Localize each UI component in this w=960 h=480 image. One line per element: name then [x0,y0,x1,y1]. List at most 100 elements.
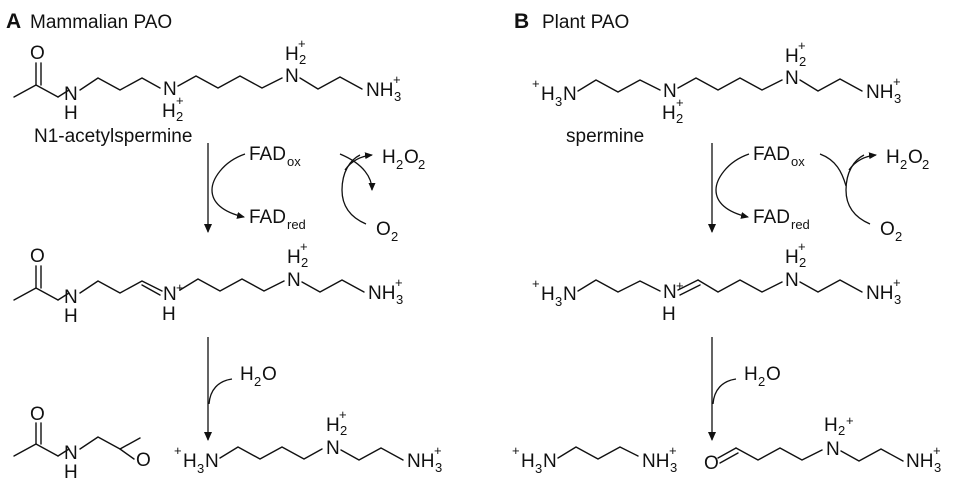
svg-text:2: 2 [299,52,306,67]
panel-a-fad-red: FAD [249,207,286,228]
svg-text:O: O [30,404,45,425]
svg-text:N: N [663,282,677,303]
svg-text:2: 2 [758,374,765,389]
panel-b-cofactor-cycle: FAD ox FAD red H 2 O 2 O 2 [715,144,929,244]
svg-text:N: N [326,438,340,459]
svg-text:2: 2 [895,229,902,244]
svg-text:+: + [174,443,182,458]
svg-text:+: + [395,275,403,290]
svg-text:ox: ox [791,154,805,169]
svg-text:+: + [846,413,854,428]
svg-text:2: 2 [340,423,347,438]
svg-text:red: red [791,217,810,232]
svg-text:+: + [393,72,401,87]
panel-b-fad-ox: FAD [753,144,790,165]
svg-text:H: H [287,247,301,268]
svg-text:2: 2 [254,374,261,389]
panel-a-title: Mammalian PAO [30,12,172,33]
panel-b-water: H [744,364,758,385]
svg-text:H: H [541,284,555,305]
svg-text:3: 3 [394,89,401,104]
svg-text:H: H [662,304,676,325]
panel-a-fad-ox: FAD [249,144,286,165]
svg-text:NH: NH [866,283,893,304]
carbonyl-oxygen: O [30,43,45,64]
panel-a-o2: O [376,219,391,240]
svg-text:N: N [785,270,799,291]
svg-text:O: O [136,450,151,471]
svg-text:3: 3 [934,460,941,475]
panel-a-cofactor-cycle: FAD ox FAD red H 2 O 2 O 2 [211,144,425,244]
svg-text:2: 2 [396,157,403,172]
svg-text:O: O [704,453,719,474]
amide-nitrogen: N [64,84,78,105]
svg-text:N: N [64,287,78,308]
svg-text:3: 3 [535,461,542,476]
svg-text:+: + [176,93,184,108]
svg-text:N: N [205,451,219,472]
svg-text:2: 2 [676,111,683,126]
svg-text:red: red [287,217,306,232]
svg-text:3: 3 [894,91,901,106]
svg-text:H: H [521,451,535,472]
panel-a-water: H [240,364,254,385]
svg-text:NH: NH [407,451,434,472]
panel-b-h2o2: H [886,147,900,168]
panel-b-title: Plant PAO [542,12,629,33]
svg-text:2: 2 [418,157,425,172]
svg-text:O: O [30,246,45,267]
svg-text:3: 3 [555,294,562,309]
svg-text:H: H [285,44,299,65]
panel-a-substrate: O N H N H 2 + N H 2 + NH 3 + [13,36,401,124]
iminium-nitrogen: N [163,284,177,305]
svg-text:+: + [339,407,347,422]
panel-b: B Plant PAO + H 3 N N H 2 + N H 2 + NH 3… [512,10,941,476]
svg-text:H: H [541,84,555,105]
svg-text:2: 2 [900,157,907,172]
svg-text:N: N [563,84,577,105]
svg-text:2: 2 [301,255,308,270]
svg-text:H: H [64,462,78,480]
terminal-ammonium: NH [366,80,393,101]
panel-a-product-putrescine-chain: + H 3 N N H 2 + NH 3 + [174,407,442,476]
svg-text:NH: NH [906,451,933,472]
svg-text:+: + [532,76,540,91]
svg-text:3: 3 [670,460,677,475]
svg-text:3: 3 [197,461,204,476]
svg-text:+: + [676,95,684,110]
svg-text:H: H [662,103,676,124]
svg-text:2: 2 [176,109,183,124]
svg-text:N: N [663,81,677,102]
panel-a: A Mammalian PAO O N H N H 2 + N H 2 + NH… [6,10,442,480]
svg-text:H: H [64,103,78,124]
svg-text:H: H [162,304,176,325]
svg-text:NH: NH [642,451,669,472]
svg-text:+: + [298,36,306,51]
svg-text:N: N [785,68,799,89]
svg-text:H: H [824,415,838,436]
svg-text:3: 3 [894,292,901,307]
panel-a-h2o2: H [382,147,396,168]
secondary-amine-2: N [285,66,299,87]
svg-text:N: N [64,443,78,464]
svg-text:H: H [785,46,799,67]
svg-text:+: + [893,74,901,89]
panel-b-o2: O [880,219,895,240]
panel-a-product-aldehyde: O N H O [13,404,151,480]
panel-b-product-diaminopropane: + H 3 N NH 3 + [512,443,677,476]
svg-text:NH: NH [866,82,893,103]
svg-text:+: + [512,443,520,458]
svg-text:O: O [766,364,781,385]
svg-text:3: 3 [555,94,562,109]
svg-text:H: H [326,415,340,436]
svg-text:+: + [434,443,442,458]
svg-text:+: + [893,275,901,290]
svg-text:ox: ox [287,154,301,169]
svg-text:H: H [162,101,176,122]
panel-b-product-aminobutanal-chain: O N H 2 + NH 3 + [704,413,941,475]
svg-text:O: O [404,147,419,168]
svg-text:+: + [669,443,677,458]
panel-b-letter: B [514,10,529,33]
svg-text:O: O [908,147,923,168]
